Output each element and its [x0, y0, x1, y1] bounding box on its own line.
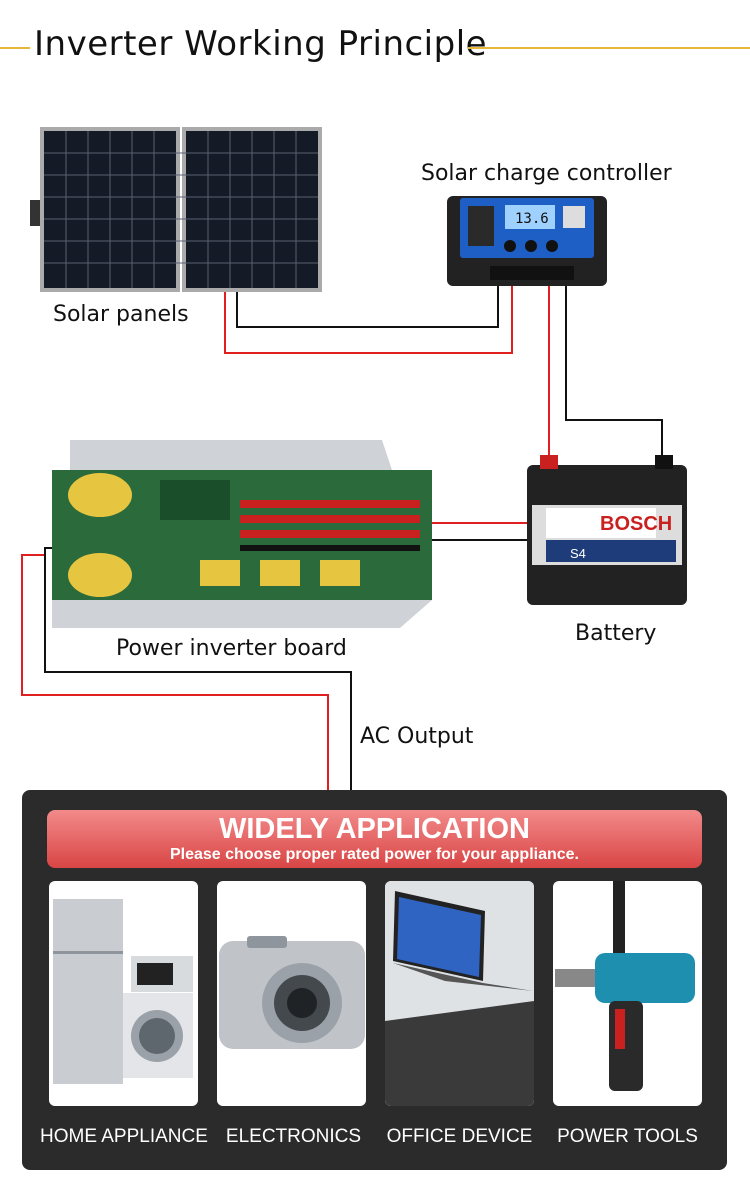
camera-image	[219, 936, 365, 1049]
ac-output-label: AC Output	[360, 724, 474, 749]
battery-model: S4	[570, 546, 586, 561]
charge-controller-label: Solar charge controller	[421, 161, 672, 186]
card-electronics	[217, 881, 366, 1106]
solar-panels-image	[30, 127, 322, 292]
battery-image: BOSCH S4	[527, 455, 687, 605]
wire-panel-negative	[236, 285, 499, 328]
wire-ac-live	[21, 554, 329, 790]
wire-panel-positive	[224, 285, 513, 354]
application-subtitle: Please choose proper rated power for you…	[169, 846, 579, 863]
wire-battery-negative	[565, 285, 663, 462]
wiring-diagram: BOSCH S4 13.6	[21, 127, 687, 790]
card-power-tools	[553, 881, 702, 1106]
card-office-device	[385, 881, 534, 1106]
battery-label: Battery	[575, 621, 657, 646]
title-line-right	[468, 47, 750, 49]
battery-brand: BOSCH	[600, 513, 672, 535]
label-home-appliance: HOME APPLIANCE	[40, 1126, 208, 1147]
page-title: Inverter Working Principle	[34, 24, 488, 64]
label-office-device: OFFICE DEVICE	[386, 1126, 533, 1147]
title-line-left	[0, 47, 30, 49]
solar-panels-label: Solar panels	[53, 302, 189, 327]
inverter-board-image	[52, 440, 432, 628]
label-electronics: ELECTRONICS	[225, 1126, 362, 1147]
wire-ac-neutral	[44, 547, 352, 790]
charge-controller-image	[447, 196, 607, 286]
application-title: WIDELY APPLICATION	[219, 813, 530, 845]
label-power-tools: POWER TOOLS	[557, 1126, 698, 1147]
drill-image	[555, 881, 695, 1091]
controller-display: 13.6	[515, 211, 549, 227]
card-home-appliance	[49, 881, 198, 1106]
home-appliance-image	[53, 899, 193, 1084]
inverter-board-label: Power inverter board	[116, 636, 347, 661]
laptop-image	[385, 881, 534, 1106]
application-banner: WIDELY APPLICATION Please choose proper …	[47, 810, 702, 868]
